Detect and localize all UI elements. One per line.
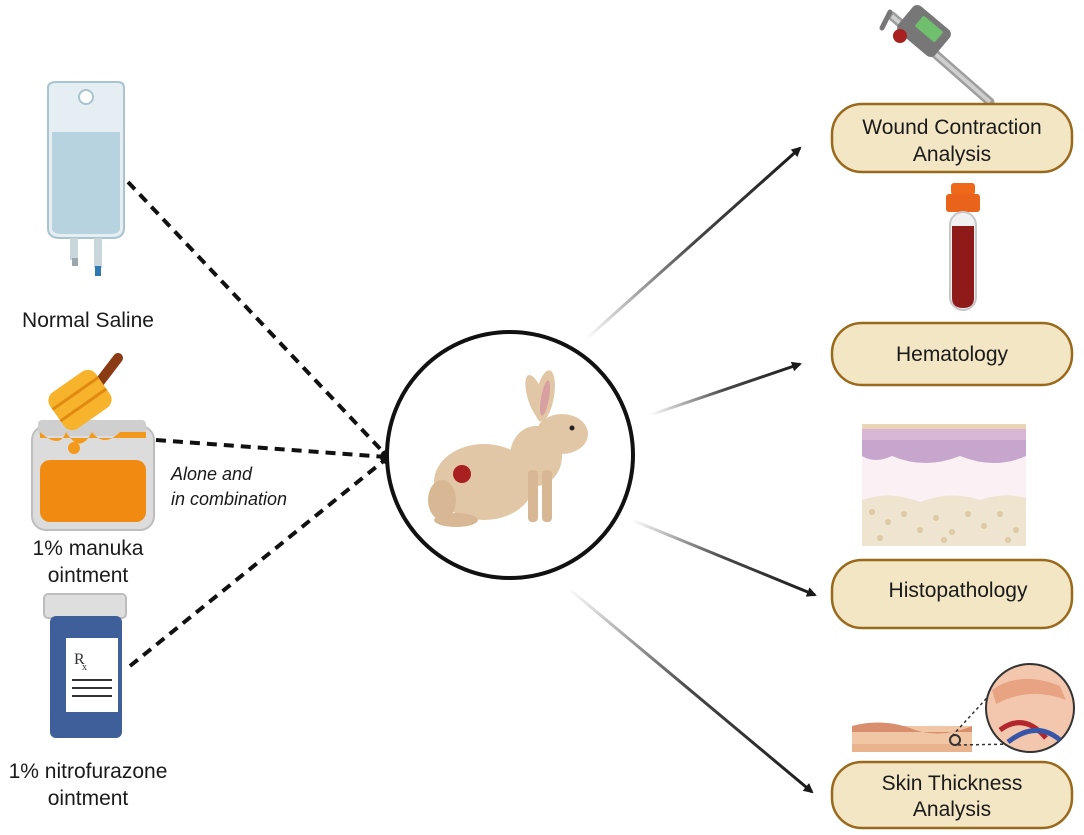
arrow-hematology bbox=[649, 361, 802, 417]
treatment-label-nitrofurazone-line2: ointment bbox=[48, 787, 129, 810]
outcome-label-skin-thickness: Skin Thickness bbox=[882, 772, 1023, 795]
rx-mark-sub: x bbox=[82, 662, 87, 673]
arrow-wound-contraction bbox=[584, 146, 802, 342]
outcome-label-wound-contraction: Wound Contraction bbox=[862, 116, 1041, 139]
rx-mark: R bbox=[74, 651, 85, 668]
arrow-histopathology bbox=[631, 518, 817, 597]
outcome-label-hematology: Hematology bbox=[896, 343, 1009, 366]
connector-manuka bbox=[155, 438, 387, 459]
arrow-skin-thickness bbox=[567, 586, 814, 794]
honey-jar-icon bbox=[31, 353, 155, 531]
outcome-box-histopathology bbox=[830, 558, 1074, 630]
outcome-label-histopathology: Histopathology bbox=[889, 579, 1028, 602]
outcome-box-skin-thickness bbox=[830, 760, 1074, 830]
treatment-label-nitrofurazone: 1% nitrofurazone bbox=[9, 760, 168, 783]
combination-note: Alone and bbox=[170, 464, 253, 484]
connector-saline bbox=[126, 180, 388, 457]
outcome-box-hematology bbox=[830, 321, 1074, 387]
tissue-section-icon bbox=[862, 424, 1026, 546]
outcome-label-wound-contraction-line2: Analysis bbox=[913, 143, 991, 166]
rabbit-icon bbox=[428, 370, 588, 527]
treatment-label-manuka-line2: ointment bbox=[48, 564, 129, 587]
outcome-label-skin-thickness-line2: Analysis bbox=[913, 798, 991, 821]
caliper-icon bbox=[879, 5, 995, 107]
treatment-label-manuka: 1% manuka bbox=[33, 537, 144, 560]
outcome-box-wound-contraction bbox=[830, 102, 1074, 174]
skin-layers-icon bbox=[852, 663, 1075, 753]
connector-nitrofurazone bbox=[128, 457, 388, 668]
treatment-label-saline: Normal Saline bbox=[22, 309, 154, 332]
iv-bag-icon bbox=[47, 81, 125, 276]
pill-bottle-icon: R x bbox=[43, 593, 127, 738]
combination-note-line2: in combination bbox=[171, 489, 287, 509]
blood-tube-icon bbox=[946, 183, 980, 311]
